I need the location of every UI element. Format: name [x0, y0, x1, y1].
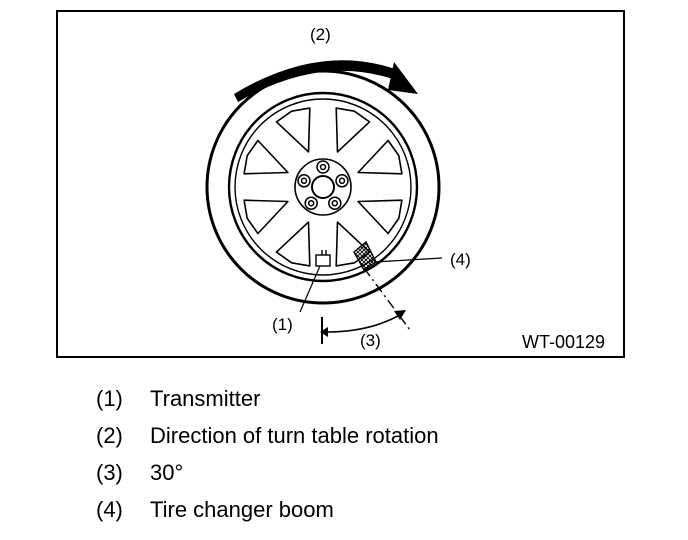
legend-label: Tire changer boom [150, 497, 334, 522]
legend-number: (1) [96, 386, 123, 411]
spoke-window [243, 199, 289, 235]
figure-frame: (2) (1) (4) [56, 10, 625, 358]
transmitter [299, 250, 331, 313]
legend-number: (2) [96, 423, 123, 448]
legend-label: 30° [150, 460, 184, 485]
legend-label: Direction of turn table rotation [150, 423, 439, 448]
legend-label: Transmitter [150, 386, 261, 411]
center-bore [311, 175, 335, 199]
hub-ring [294, 158, 352, 216]
legend-item: (2) Direction of turn table rotation [96, 421, 656, 458]
rim-inner [234, 98, 412, 276]
legend-number: (3) [96, 460, 123, 485]
callout-angle: (3) [360, 331, 381, 350]
spoke-window [357, 199, 403, 235]
spoke-window [335, 107, 371, 153]
tire-changer-boom [353, 240, 443, 272]
figure-id: WT-00129 [522, 332, 605, 352]
spoke-window [243, 139, 289, 175]
legend-item: (4) Tire changer boom [96, 495, 656, 532]
callout-transmitter: (1) [272, 315, 293, 334]
spoke-window [357, 139, 403, 175]
wheel-spokes [243, 107, 403, 267]
lug-nut [300, 177, 308, 185]
callout-rotation: (2) [310, 25, 331, 44]
lug-nuts [297, 160, 349, 210]
spoke-window [275, 107, 311, 153]
rotation-arrow [234, 60, 418, 102]
angle-indicator [320, 267, 411, 344]
legend-number: (4) [96, 497, 123, 522]
legend-item: (3) 30° [96, 458, 656, 495]
lug-nut [338, 177, 346, 185]
spoke-window [275, 221, 311, 267]
callout-boom: (4) [450, 250, 471, 269]
rim-outer [227, 91, 419, 283]
lug-nut [319, 163, 327, 171]
legend-list: (1) Transmitter (2) Direction of turn table… [96, 384, 656, 532]
lug-nut [331, 199, 339, 207]
legend-item: (1) Transmitter [96, 384, 656, 421]
lug-nut [307, 199, 315, 207]
wheel-diagram: (2) (1) (4) [205, 25, 605, 352]
tire-outer [205, 69, 441, 305]
